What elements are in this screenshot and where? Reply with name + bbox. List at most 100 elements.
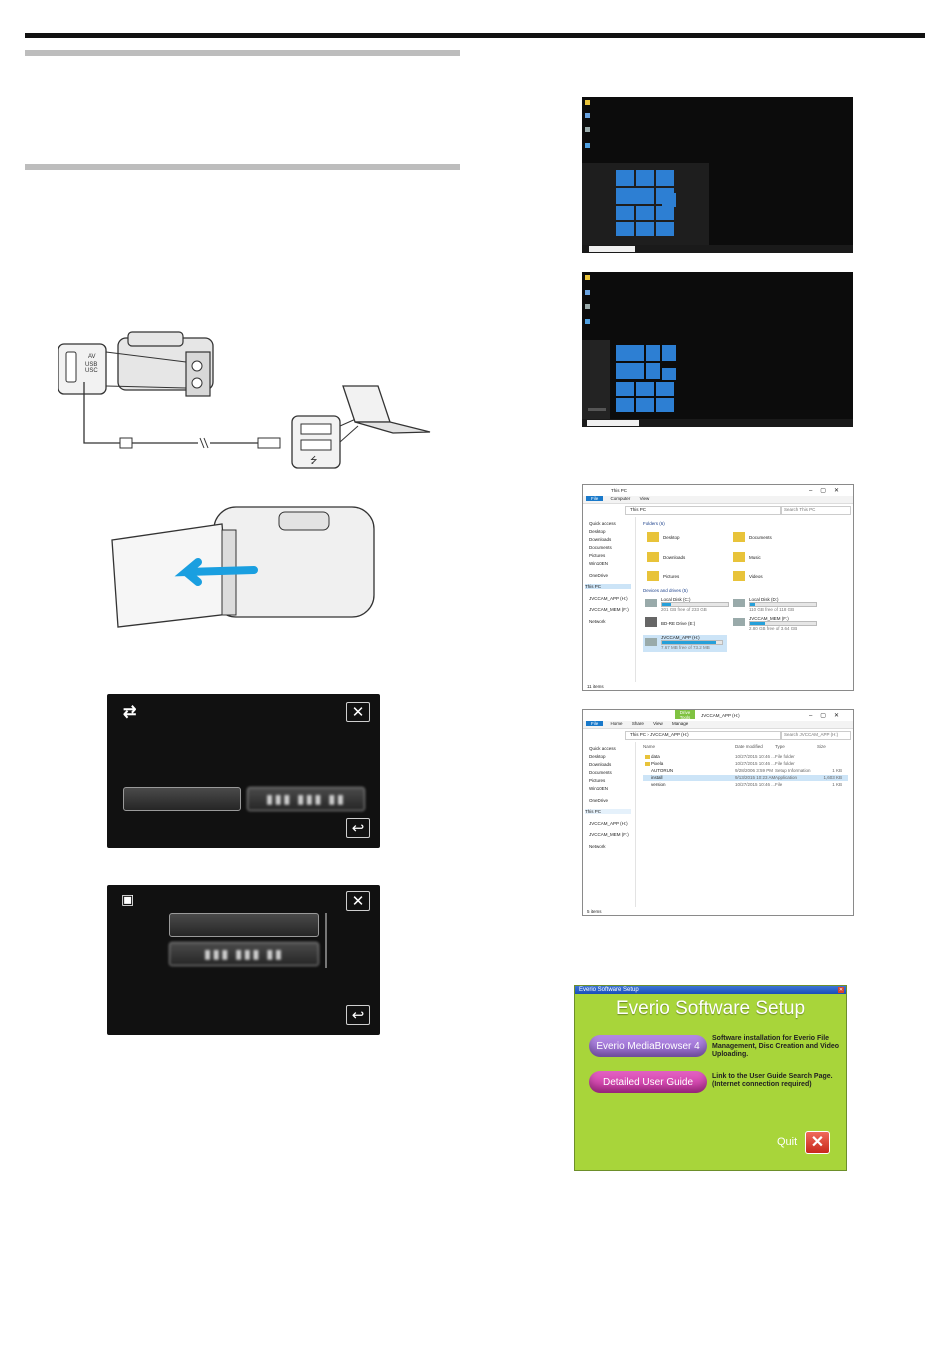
folder-icon [733, 532, 745, 542]
explorer-this-pc: This PC –▢✕ File Computer View This PC S… [582, 484, 854, 691]
folder-pictures[interactable]: Pictures [663, 574, 680, 579]
drive-icon [645, 599, 657, 607]
nav-network[interactable]: Network [589, 844, 606, 849]
nav-this-pc[interactable]: This PC [585, 809, 631, 814]
desktop-icon [585, 304, 590, 309]
nav-downloads[interactable]: Downloads [589, 537, 612, 542]
drive-tools-tab[interactable]: Drive Tools [675, 710, 695, 720]
search-input[interactable]: Search This PC [781, 506, 851, 515]
drive-d[interactable]: Local Disk (D:) 110 GB free of 118 GB [749, 597, 817, 612]
title-bar: Everio Software Setup ✕ [575, 986, 846, 994]
back-button-2[interactable]: ↩ [346, 1005, 370, 1025]
quit-close-icon[interactable]: ✕ [805, 1131, 830, 1154]
nav-quick-access[interactable]: Quick access [589, 746, 616, 751]
folder-icon [645, 755, 650, 759]
menu-option-2[interactable]: ▮▮▮ ▮▮▮ ▮▮ [169, 942, 319, 966]
nav-jvccam-app[interactable]: JVCCAM_APP (H:) [589, 596, 628, 601]
file-name: AUTORUN [651, 768, 674, 773]
nav-network[interactable]: Network [589, 619, 606, 624]
everio-setup-window: Everio Software Setup ✕ Everio Software … [574, 985, 847, 1171]
devices-header[interactable]: Devices and drives (5) [643, 588, 688, 593]
taskbar [582, 245, 853, 253]
nav-downloads[interactable]: Downloads [589, 762, 612, 767]
file-row[interactable]: version 10/27/2015 10:46 ... File 1 KB [643, 782, 848, 788]
file-type: File folder [775, 761, 795, 766]
drive-e[interactable]: BD-RE Drive (E:) [661, 621, 695, 626]
windows-start-screen-2 [582, 272, 853, 427]
nav-jvccam-mem[interactable]: JVCCAM_MEM (F:) [589, 832, 629, 837]
address-bar[interactable]: This PC › JVCCAM_APP (H:) [625, 731, 781, 740]
taskbar-search[interactable] [587, 420, 639, 426]
col-type[interactable]: Type [775, 744, 785, 749]
av-label: AV [88, 354, 96, 360]
file-type: Application [775, 775, 798, 780]
taskbar-search[interactable] [589, 246, 635, 252]
file-size: 1 KB [832, 782, 842, 787]
nav-jvccam-mem[interactable]: JVCCAM_MEM (F:) [589, 607, 629, 612]
drive-h[interactable]: JVCCAM_APP (H:) 7.67 MB free of 73.2 MB [643, 635, 727, 652]
folder-documents[interactable]: Documents [749, 535, 772, 540]
setup-heading: Everio Software Setup [615, 998, 806, 1019]
nav-quick-access[interactable]: Quick access [589, 521, 616, 526]
option-button-left[interactable] [123, 787, 241, 811]
menu-computer[interactable]: Computer [610, 496, 631, 501]
drive-h-free: 7.67 MB free of 73.2 MB [661, 645, 710, 650]
nav-desktop[interactable]: Desktop [589, 529, 606, 534]
nav-win10en[interactable]: Win10EN [589, 561, 609, 566]
file-row[interactable]: AUTORUN 9/28/2006 3:59 PM Setup Informat… [643, 768, 848, 774]
navigation-pane: Quick access Desktop Downloads Documents… [583, 742, 636, 907]
nav-desktop[interactable]: Desktop [589, 754, 606, 759]
col-size[interactable]: Size [817, 744, 826, 749]
nav-onedrive[interactable]: OneDrive [589, 573, 609, 578]
menu-manage[interactable]: Manage [672, 721, 689, 726]
menu-view[interactable]: View [653, 721, 663, 726]
mediabrowser-button[interactable]: Everio MediaBrowser 4 [589, 1035, 707, 1057]
nav-pictures[interactable]: Pictures [589, 778, 606, 783]
app-list [582, 340, 610, 419]
window-title: This PC [611, 488, 628, 493]
nav-onedrive[interactable]: OneDrive [589, 798, 609, 803]
file-row[interactable]: Pixela 10/27/2015 10:46 ... File folder [643, 761, 848, 767]
menu-option-1[interactable] [169, 913, 319, 937]
nav-jvccam-app[interactable]: JVCCAM_APP (H:) [589, 821, 628, 826]
nav-win10en[interactable]: Win10EN [589, 786, 609, 791]
nav-this-pc[interactable]: This PC [585, 584, 631, 589]
file-row-selected[interactable]: install 9/13/2015 10:23 AM Application 1… [643, 775, 848, 781]
mediabrowser-description: Software installation for Everio File Ma… [712, 1035, 840, 1058]
window-controls[interactable]: –▢✕ [808, 713, 847, 719]
menu-share[interactable]: Share [631, 721, 644, 726]
nav-pictures[interactable]: Pictures [589, 553, 606, 558]
file-row[interactable]: data 10/27/2015 10:46 ... File folder [643, 754, 848, 760]
folder-music[interactable]: Music [749, 555, 761, 560]
window-controls[interactable]: –▢✕ [808, 488, 847, 494]
drive-f[interactable]: JVCCAM_MEM (F:) 2.80 GB free of 3.64 GB [749, 616, 817, 631]
folder-desktop[interactable]: Desktop [663, 535, 680, 540]
window-close-icon[interactable]: ✕ [838, 987, 844, 993]
option-button-right[interactable]: ▮▮▮ ▮▮▮ ▮▮ [247, 787, 365, 811]
drive-c[interactable]: Local Disk (C:) 201 GB free of 233 GB [661, 597, 729, 612]
nav-documents[interactable]: Documents [589, 545, 612, 550]
drive-d-bar [750, 603, 755, 606]
folders-header[interactable]: Folders (6) [643, 521, 665, 526]
menu-file[interactable]: File [586, 721, 604, 726]
back-button[interactable]: ↩ [346, 818, 370, 838]
folder-icon [647, 571, 659, 581]
quit-label[interactable]: Quit [777, 1136, 798, 1148]
menu-view[interactable]: View [639, 496, 650, 501]
nav-documents[interactable]: Documents [589, 770, 612, 775]
folder-videos[interactable]: Videos [749, 574, 763, 579]
col-date[interactable]: Date modified [735, 744, 763, 749]
col-name[interactable]: Name [643, 744, 656, 749]
address-bar[interactable]: This PC [625, 506, 781, 515]
menu-file[interactable]: File [586, 496, 604, 501]
menu-home[interactable]: Home [610, 721, 623, 726]
file-size: 1,603 KB [823, 775, 842, 780]
user-guide-button[interactable]: Detailed User Guide [589, 1071, 707, 1093]
folder-icon [645, 762, 650, 766]
scrollbar[interactable] [325, 913, 327, 968]
close-button[interactable]: ✕ [346, 702, 370, 722]
app-list-highlight[interactable] [588, 408, 606, 411]
folder-downloads[interactable]: Downloads [663, 555, 686, 560]
search-input[interactable]: Search JVCCAM_APP (H:) [781, 731, 851, 740]
close-button-2[interactable]: ✕ [346, 891, 370, 911]
